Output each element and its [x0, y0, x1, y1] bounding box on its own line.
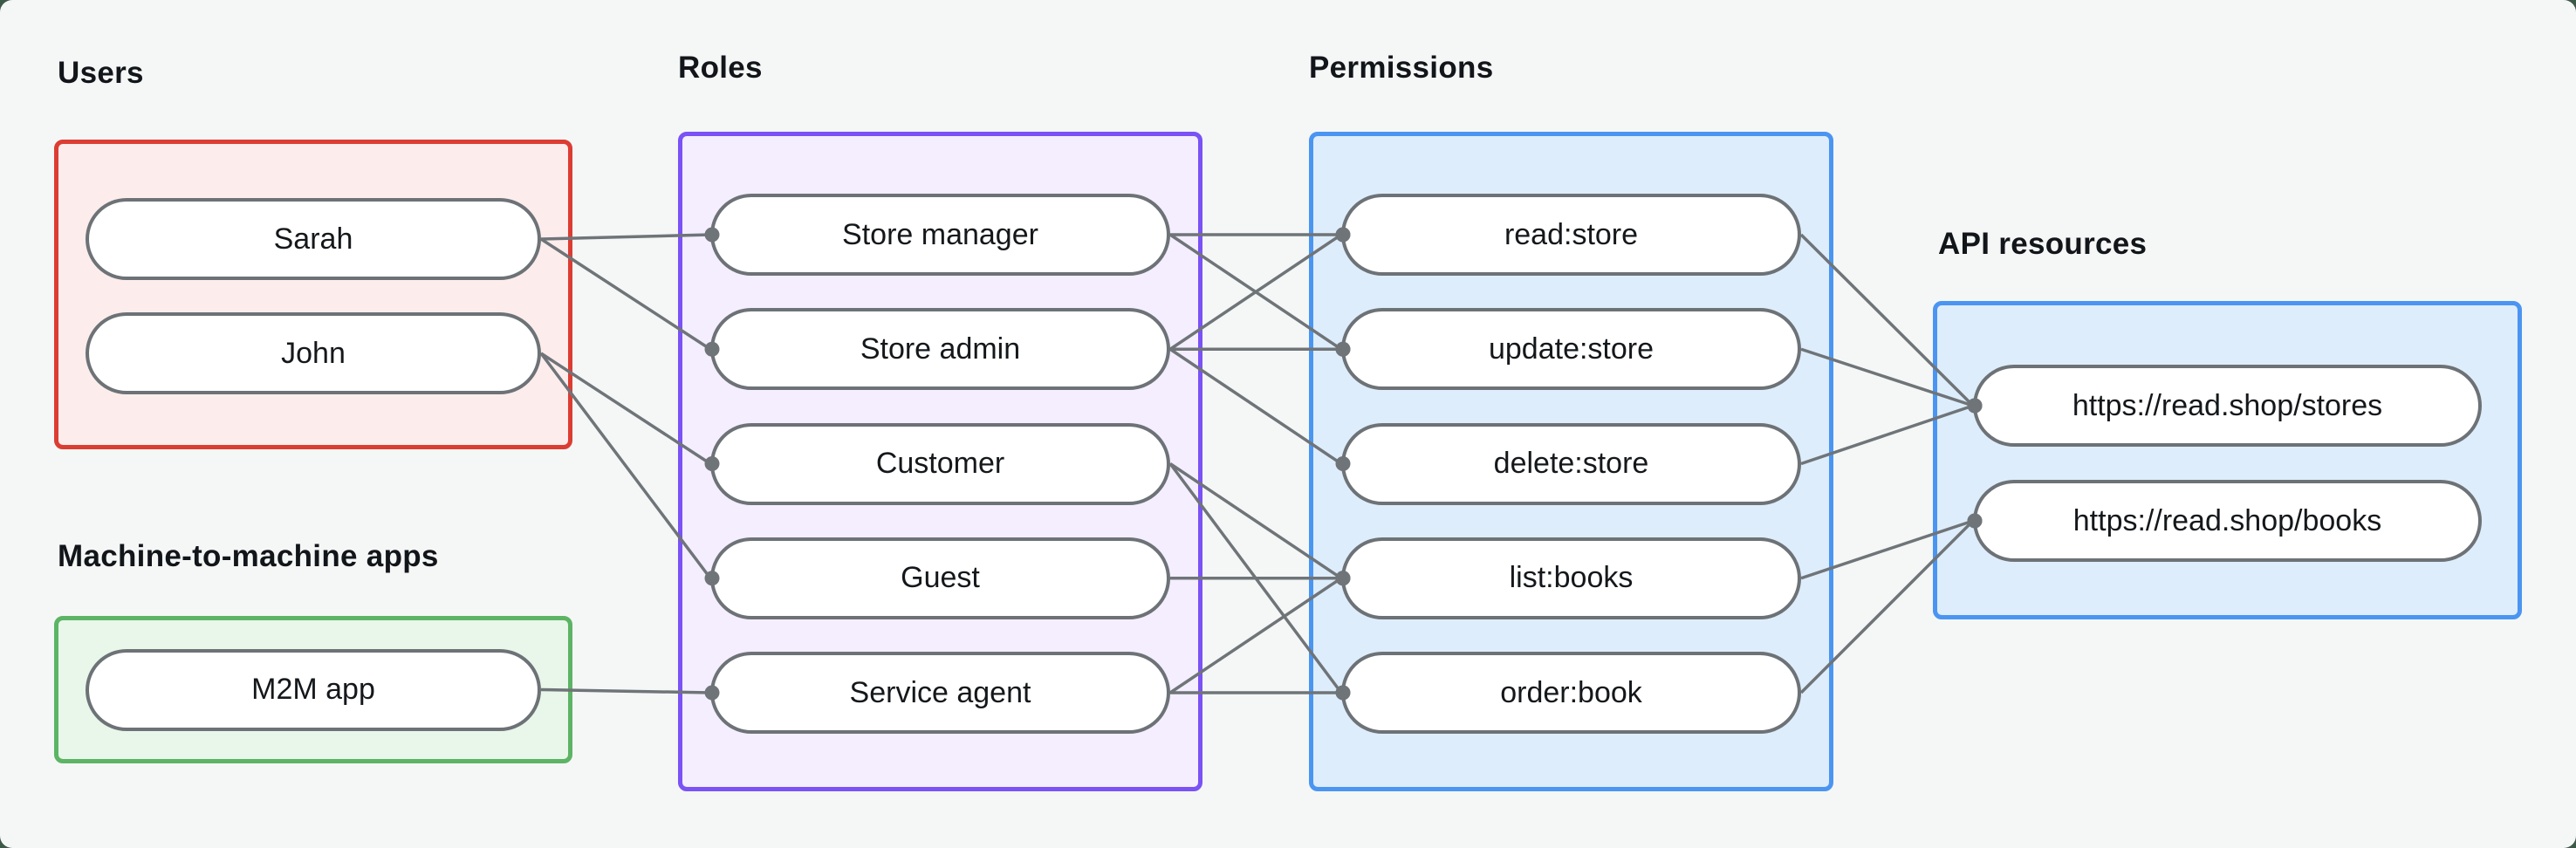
node-pill-store-manager: Store manager [710, 194, 1170, 276]
node-pill-m2m-app: M2M app [86, 648, 541, 731]
group-box-m2m-apps: M2M app [54, 616, 572, 763]
group-label-api-resources: API resources [1938, 227, 2148, 261]
node-pill-api-stores: https://read.shop/stores [1973, 365, 2482, 447]
node-pill-update-store: update:store [1341, 308, 1801, 391]
node-pill-guest: Guest [710, 537, 1170, 619]
group-box-api-resources: https://read.shop/stores https://read.sho… [1933, 301, 2522, 619]
node-pill-customer: Customer [710, 422, 1170, 505]
group-label-permissions: Permissions [1309, 51, 1494, 85]
node-pill-store-admin: Store admin [710, 308, 1170, 391]
node-pill-order-book: order:book [1341, 652, 1801, 734]
group-label-roles: Roles [678, 51, 763, 85]
group-box-permissions: read:store update:store delete:store list:b… [1309, 132, 1833, 791]
node-pill-service-agent: Service agent [710, 652, 1170, 734]
node-pill-john: John [86, 312, 541, 394]
node-pill-read-store: read:store [1341, 194, 1801, 276]
node-pill-delete-store: delete:store [1341, 422, 1801, 505]
node-pill-list-books: list:books [1341, 537, 1801, 619]
group-label-users: Users [58, 56, 144, 90]
group-label-m2m-apps: Machine-to-machine apps [58, 539, 439, 573]
node-pill-sarah: Sarah [86, 198, 541, 280]
node-pill-api-books: https://read.shop/books [1973, 480, 2482, 562]
